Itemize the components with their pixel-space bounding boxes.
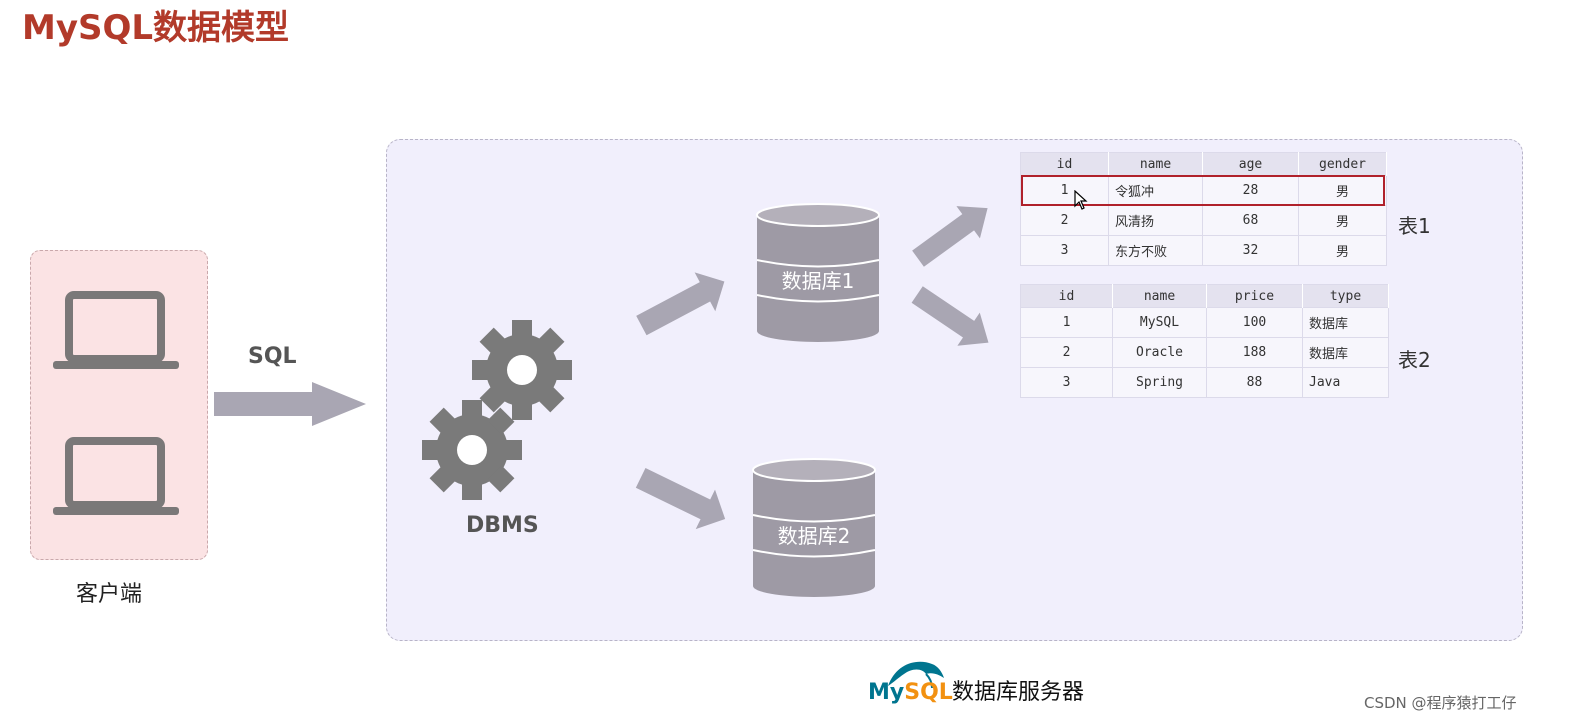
cell-name: MySQL — [1112, 307, 1207, 338]
laptop-icon — [53, 291, 179, 369]
watermark: CSDN @程序猿打工仔 — [1364, 694, 1517, 712]
mysql-logo-text: MySQL — [868, 680, 953, 705]
database-cylinder-icon — [756, 203, 880, 342]
column-header: name — [1108, 152, 1203, 176]
laptop-icon — [53, 437, 179, 515]
cell-id: 1 — [1020, 307, 1113, 338]
cell-price: 88 — [1206, 367, 1303, 398]
cell-age: 32 — [1202, 235, 1299, 266]
cell-name: Spring — [1112, 367, 1207, 398]
table-row: 2 风清扬 68 男 — [1020, 205, 1387, 236]
dbms-label: DBMS — [466, 513, 539, 538]
cell-name: 东方不败 — [1108, 235, 1203, 266]
sql-label: SQL — [248, 344, 297, 369]
logo-text-sql: SQL — [904, 680, 953, 705]
cell-name: 令狐冲 — [1108, 175, 1203, 206]
column-header: gender — [1298, 152, 1387, 176]
table-header-row: id name price type — [1020, 284, 1389, 308]
client-box — [30, 250, 208, 560]
cell-name: Oracle — [1112, 337, 1207, 368]
cell-id: 3 — [1020, 235, 1109, 266]
cell-gender: 男 — [1298, 235, 1387, 266]
table-2: id name price type 1 MySQL 100 数据库 2 Ora… — [1020, 284, 1389, 398]
cell-id: 3 — [1020, 367, 1113, 398]
column-header: price — [1206, 284, 1303, 308]
highlighted-row-outline — [1021, 175, 1385, 206]
cell-id: 1 — [1020, 175, 1109, 206]
table-header-row: id name age gender — [1020, 152, 1387, 176]
mysql-logo: MySQL — [868, 656, 953, 710]
arrow-to-table2 — [911, 286, 989, 346]
database-2: 数据库2 — [751, 458, 877, 598]
column-header: id — [1020, 152, 1109, 176]
gear-icon — [472, 320, 572, 420]
gear-icon — [422, 400, 522, 500]
table-2-label: 表2 — [1398, 348, 1431, 372]
arrow-to-db1 — [636, 272, 725, 336]
table-row: 1 令狐冲 28 男 — [1020, 175, 1387, 206]
cell-gender: 男 — [1298, 205, 1387, 236]
cell-type: 数据库 — [1302, 307, 1389, 338]
logo-text-my: My — [868, 680, 905, 705]
cell-id: 2 — [1020, 337, 1113, 368]
cell-type: 数据库 — [1302, 337, 1389, 368]
dolphin-icon — [888, 661, 944, 689]
column-header: name — [1112, 284, 1207, 308]
sql-arrow — [214, 382, 366, 426]
table-row: 1 MySQL 100 数据库 — [1020, 307, 1389, 338]
table-1: id name age gender 1 令狐冲 28 男 2 风清扬 68 男… — [1020, 152, 1387, 266]
mouse-cursor-icon — [1074, 190, 1088, 210]
cell-type: Java — [1302, 367, 1389, 398]
table-row: 2 Oracle 188 数据库 — [1020, 337, 1389, 368]
cell-age: 68 — [1202, 205, 1299, 236]
arrow-to-db2 — [635, 467, 726, 530]
table-row: 3 东方不败 32 男 — [1020, 235, 1387, 266]
cell-id: 2 — [1020, 205, 1109, 236]
database-label: 数据库2 — [777, 524, 851, 548]
column-header: age — [1202, 152, 1299, 176]
cell-name: 风清扬 — [1108, 205, 1203, 236]
database-label: 数据库1 — [781, 269, 855, 293]
cell-price: 188 — [1206, 337, 1303, 368]
column-header: id — [1020, 284, 1113, 308]
client-label: 客户端 — [76, 582, 143, 607]
page-title: MySQL数据模型 — [22, 8, 290, 48]
server-label: 数据库服务器 — [952, 680, 1085, 705]
database-cylinder-icon — [752, 458, 876, 597]
cell-age: 28 — [1202, 175, 1299, 206]
arrow-to-table1 — [912, 206, 988, 267]
column-header: type — [1302, 284, 1389, 308]
table-1-label: 表1 — [1398, 214, 1431, 238]
table-row: 3 Spring 88 Java — [1020, 367, 1389, 398]
cell-price: 100 — [1206, 307, 1303, 338]
database-1: 数据库1 — [755, 203, 881, 343]
